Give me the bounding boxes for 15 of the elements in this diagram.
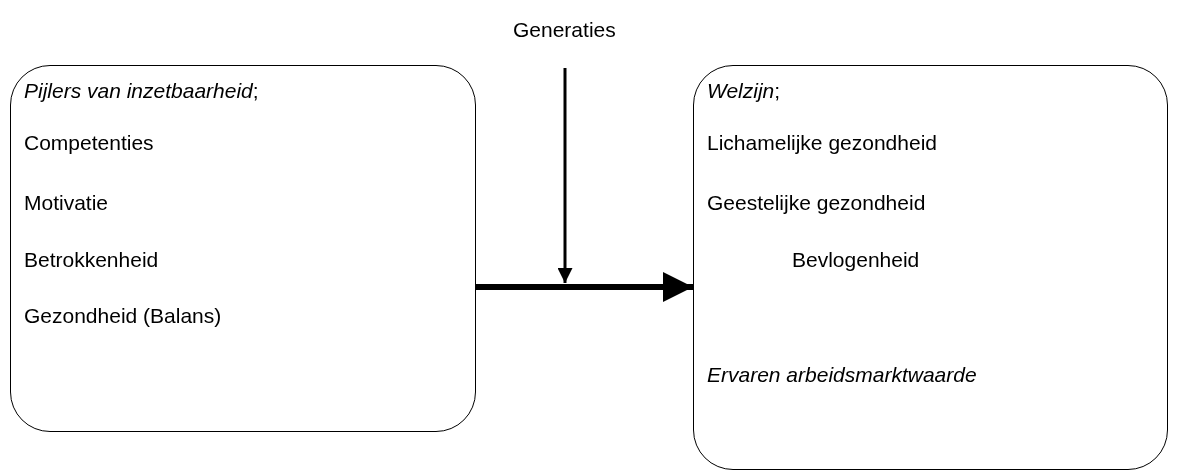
list-item: Gezondheid (Balans)	[24, 304, 222, 328]
list-item: Motivatie	[24, 191, 109, 215]
rounded-box	[693, 65, 1168, 470]
rounded-box	[10, 65, 476, 432]
list-item: Competenties	[24, 131, 154, 155]
list-item: Bevlogenheid	[792, 248, 920, 272]
heading-text: Welzijn;	[707, 79, 781, 103]
list-item: Ervaren arbeidsmarktwaarde	[707, 363, 977, 387]
list-item: Geestelijke gezondheid	[707, 191, 926, 215]
list-item: Lichamelijke gezondheid	[707, 131, 937, 155]
list-item: Betrokkenheid	[24, 248, 159, 272]
heading-text: Pijlers van inzetbaarheid;	[24, 79, 259, 103]
arrow	[476, 272, 693, 302]
arrow	[557, 68, 573, 283]
moderator-label: Generaties	[513, 18, 616, 42]
